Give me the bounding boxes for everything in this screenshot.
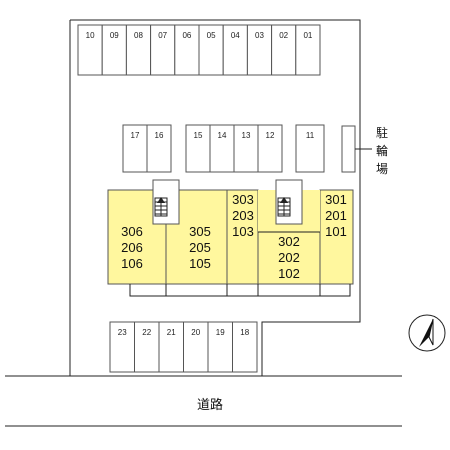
unit-labels-left: 306 206 106 [121, 224, 143, 271]
parking-space-number: 22 [142, 328, 151, 337]
unit-label: 102 [278, 266, 300, 281]
parking-space [183, 321, 209, 373]
bicycle-parking-label-3: 場 [376, 162, 388, 176]
unit-label: 303 [232, 192, 254, 207]
parking-space [185, 124, 211, 173]
parking-space [122, 124, 148, 173]
parking-space-number: 03 [255, 31, 264, 40]
parking-space-number: 21 [167, 328, 176, 337]
parking-space [77, 24, 103, 76]
parking-space-number: 17 [131, 131, 140, 140]
parking-space-number: 09 [110, 31, 119, 40]
parking-row-middle-right: 11 [295, 124, 325, 173]
parking-space [158, 321, 184, 373]
unit-label: 202 [278, 250, 300, 265]
parking-space-number: 07 [158, 31, 167, 40]
stairs-left-icon [154, 197, 168, 217]
parking-space [257, 124, 283, 173]
stairs-right-icon [277, 197, 291, 217]
parking-space [150, 24, 176, 76]
unit-label: 206 [121, 240, 143, 255]
unit-label: 205 [189, 240, 211, 255]
parking-space-number: 06 [182, 31, 191, 40]
parking-space-number: 11 [306, 131, 315, 140]
parking-space [209, 124, 235, 173]
parking-space-number: 05 [207, 31, 216, 40]
unit-label: 301 [325, 192, 347, 207]
unit-labels-center: 305 205 105 [189, 224, 211, 271]
parking-space-number: 04 [231, 31, 240, 40]
parking-space-number: 16 [155, 131, 164, 140]
parking-space [198, 24, 224, 76]
unit-label: 306 [121, 224, 143, 239]
parking-space [146, 124, 172, 173]
north-arrow-icon [408, 314, 446, 352]
parking-space-number: 19 [216, 328, 225, 337]
parking-row-middle-center: 15 14 13 12 [185, 124, 283, 173]
unit-labels-inner: 302 202 102 [278, 234, 300, 281]
parking-space-number: 15 [194, 131, 203, 140]
parking-space [295, 24, 321, 76]
unit-label: 302 [278, 234, 300, 249]
parking-space [125, 24, 152, 76]
parking-space [109, 321, 135, 373]
parking-space-number: 12 [266, 131, 275, 140]
unit-labels-right: 301 201 101 [325, 192, 347, 239]
bicycle-parking-label-1: 駐 [376, 125, 388, 140]
unit-label: 203 [232, 208, 254, 223]
parking-space-number: 01 [303, 31, 312, 40]
unit-label: 101 [325, 224, 347, 239]
unit-right [319, 189, 354, 285]
parking-space-number: 20 [191, 328, 200, 337]
parking-row-top: 10 09 08 07 06 05 04 03 02 01 [77, 24, 321, 76]
building-walkway [129, 284, 351, 297]
parking-space-number: 14 [218, 131, 227, 140]
parking-space [101, 24, 127, 76]
lot-boundary [69, 19, 361, 376]
unit-label: 103 [232, 224, 254, 239]
unit-center-right [226, 189, 259, 285]
parking-space-number: 02 [279, 31, 288, 40]
building [107, 179, 354, 297]
parking-space-number: 10 [86, 31, 95, 40]
unit-label: 105 [189, 256, 211, 271]
parking-space-number: 18 [240, 328, 249, 337]
parking-row-bottom: 23 22 21 20 19 18 [109, 321, 258, 373]
bicycle-parking-label-2: 輪 [376, 143, 388, 158]
unit-labels-center-right: 303 203 103 [232, 192, 254, 239]
road-label: 道路 [197, 397, 223, 413]
unit-label: 201 [325, 208, 347, 223]
parking-space [232, 321, 258, 373]
parking-space-number: 13 [242, 131, 251, 140]
unit-inner [257, 231, 321, 285]
parking-space-number: 23 [118, 328, 127, 337]
parking-space [295, 124, 325, 173]
unit-label: 305 [189, 224, 211, 239]
parking-space-number: 08 [134, 31, 143, 40]
unit-label: 106 [121, 256, 143, 271]
parking-space [134, 321, 160, 373]
bicycle-parking-area [341, 125, 356, 173]
